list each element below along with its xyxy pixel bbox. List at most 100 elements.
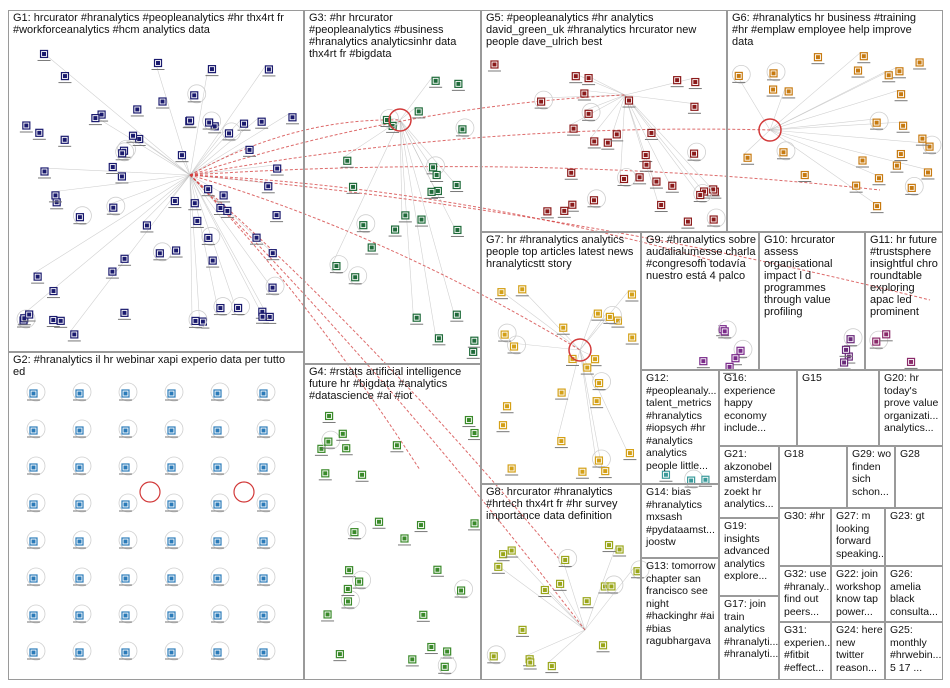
self-loop [26, 530, 46, 550]
graph-node-fill [242, 121, 247, 126]
graph-node-fill [384, 118, 389, 123]
self-loop [118, 456, 138, 476]
edge-line [189, 174, 260, 309]
edge-line [189, 174, 218, 305]
group-label-g7: G7: hr #hranalytics analytics people top… [486, 234, 634, 270]
edge-line [579, 313, 607, 351]
self-loop [202, 111, 222, 131]
graph-node-fill [72, 332, 77, 337]
edge-line [561, 556, 586, 631]
graph-node-fill [459, 588, 464, 593]
graph-node-fill [570, 202, 575, 207]
graph-node-fill [617, 547, 622, 552]
graph-node-fill [593, 357, 598, 362]
graph-node-fill [110, 165, 115, 170]
graph-node-fill [685, 219, 690, 224]
graph-node-fill [563, 557, 568, 562]
graph-node-fill [156, 60, 161, 65]
graph-node-fill [410, 657, 415, 662]
graph-node-fill [174, 248, 179, 253]
self-loop [26, 456, 46, 476]
self-loop [164, 604, 184, 624]
edge-line [624, 94, 691, 104]
graph-node-fill [501, 552, 506, 557]
graph-node-fill [435, 567, 440, 572]
graph-node-fill [562, 208, 567, 213]
graph-node-fill [471, 349, 476, 354]
self-loop [687, 142, 706, 162]
graph-node-fill [643, 153, 648, 158]
graph-node-fill [157, 251, 162, 256]
group-box-g11: G11: hr future #trustsphere insightful c… [865, 232, 943, 370]
edge-line [769, 129, 927, 144]
graph-node-fill [771, 87, 776, 92]
graph-node-fill [261, 613, 266, 618]
edge-line [91, 114, 191, 176]
graph-node-fill [607, 543, 612, 548]
graph-node-fill [24, 123, 29, 128]
self-loop [210, 493, 230, 513]
graph-node-fill [505, 404, 510, 409]
graph-node-fill [512, 344, 517, 349]
graph-node-fill [693, 80, 698, 85]
graph-node-fill [31, 539, 36, 544]
self-loop [72, 493, 92, 513]
graph-node-fill [605, 140, 610, 145]
edge-line [518, 285, 581, 351]
self-loop [231, 297, 250, 316]
graph-node-fill [137, 137, 142, 142]
self-loop [118, 382, 138, 402]
graph-node-fill [123, 613, 128, 618]
self-loop [604, 575, 624, 595]
graph-node-fill [77, 465, 82, 470]
graph-node-fill [340, 431, 345, 436]
self-loop [256, 567, 276, 587]
group-label-g32: G32: use #hranaly... find out peers... [784, 568, 831, 618]
self-loop [380, 109, 399, 128]
graph-node-fill [169, 613, 174, 618]
graph-node-fill [419, 523, 424, 528]
edge-line [769, 67, 897, 131]
graph-node-fill [345, 586, 350, 591]
self-loop [164, 456, 184, 476]
graph-node-fill [210, 258, 215, 263]
graph-node-fill [454, 183, 459, 188]
edge-line [624, 94, 670, 183]
group-box-g4: G4: #rstats artificial intelligence futu… [304, 364, 481, 680]
graph-node-fill [260, 309, 265, 314]
graph-node-fill [472, 338, 477, 343]
self-loop [581, 102, 601, 122]
graph-node-fill [786, 89, 791, 94]
graph-node-fill [455, 227, 460, 232]
group-box-g3: G3: #hr hrcurator #peopleanalytics #busi… [304, 10, 481, 364]
self-loop [352, 570, 372, 590]
self-loop [164, 382, 184, 402]
graph-node-fill [169, 428, 174, 433]
inter-group-edge [189, 174, 711, 261]
graph-node-fill [842, 360, 847, 365]
graph-node-fill [431, 165, 436, 170]
edge-line [620, 94, 626, 176]
graph-node-fill [259, 119, 264, 124]
self-loop [706, 208, 726, 228]
graph-node-fill [442, 664, 447, 669]
graph-node-fill [123, 391, 128, 396]
graph-node-fill [290, 115, 295, 120]
self-loop [766, 62, 786, 82]
graph-node-fill [421, 612, 426, 617]
self-loop [26, 493, 46, 513]
inter-group-edge [189, 94, 626, 176]
graph-node-fill [596, 458, 601, 463]
graph-node-fill [35, 274, 40, 279]
graph-node-fill [609, 584, 614, 589]
graph-node-fill [586, 76, 591, 81]
group-label-g1: G1: hrcurator #hranalytics #peopleanalyt… [13, 12, 284, 36]
self-loop [164, 567, 184, 587]
self-loop [26, 641, 46, 661]
graph-node-fill [491, 654, 496, 659]
graph-node-fill [802, 173, 807, 178]
graph-node-fill [403, 213, 408, 218]
graph-node-fill [603, 469, 608, 474]
graph-node-fill [559, 390, 564, 395]
edge-line [399, 119, 454, 312]
